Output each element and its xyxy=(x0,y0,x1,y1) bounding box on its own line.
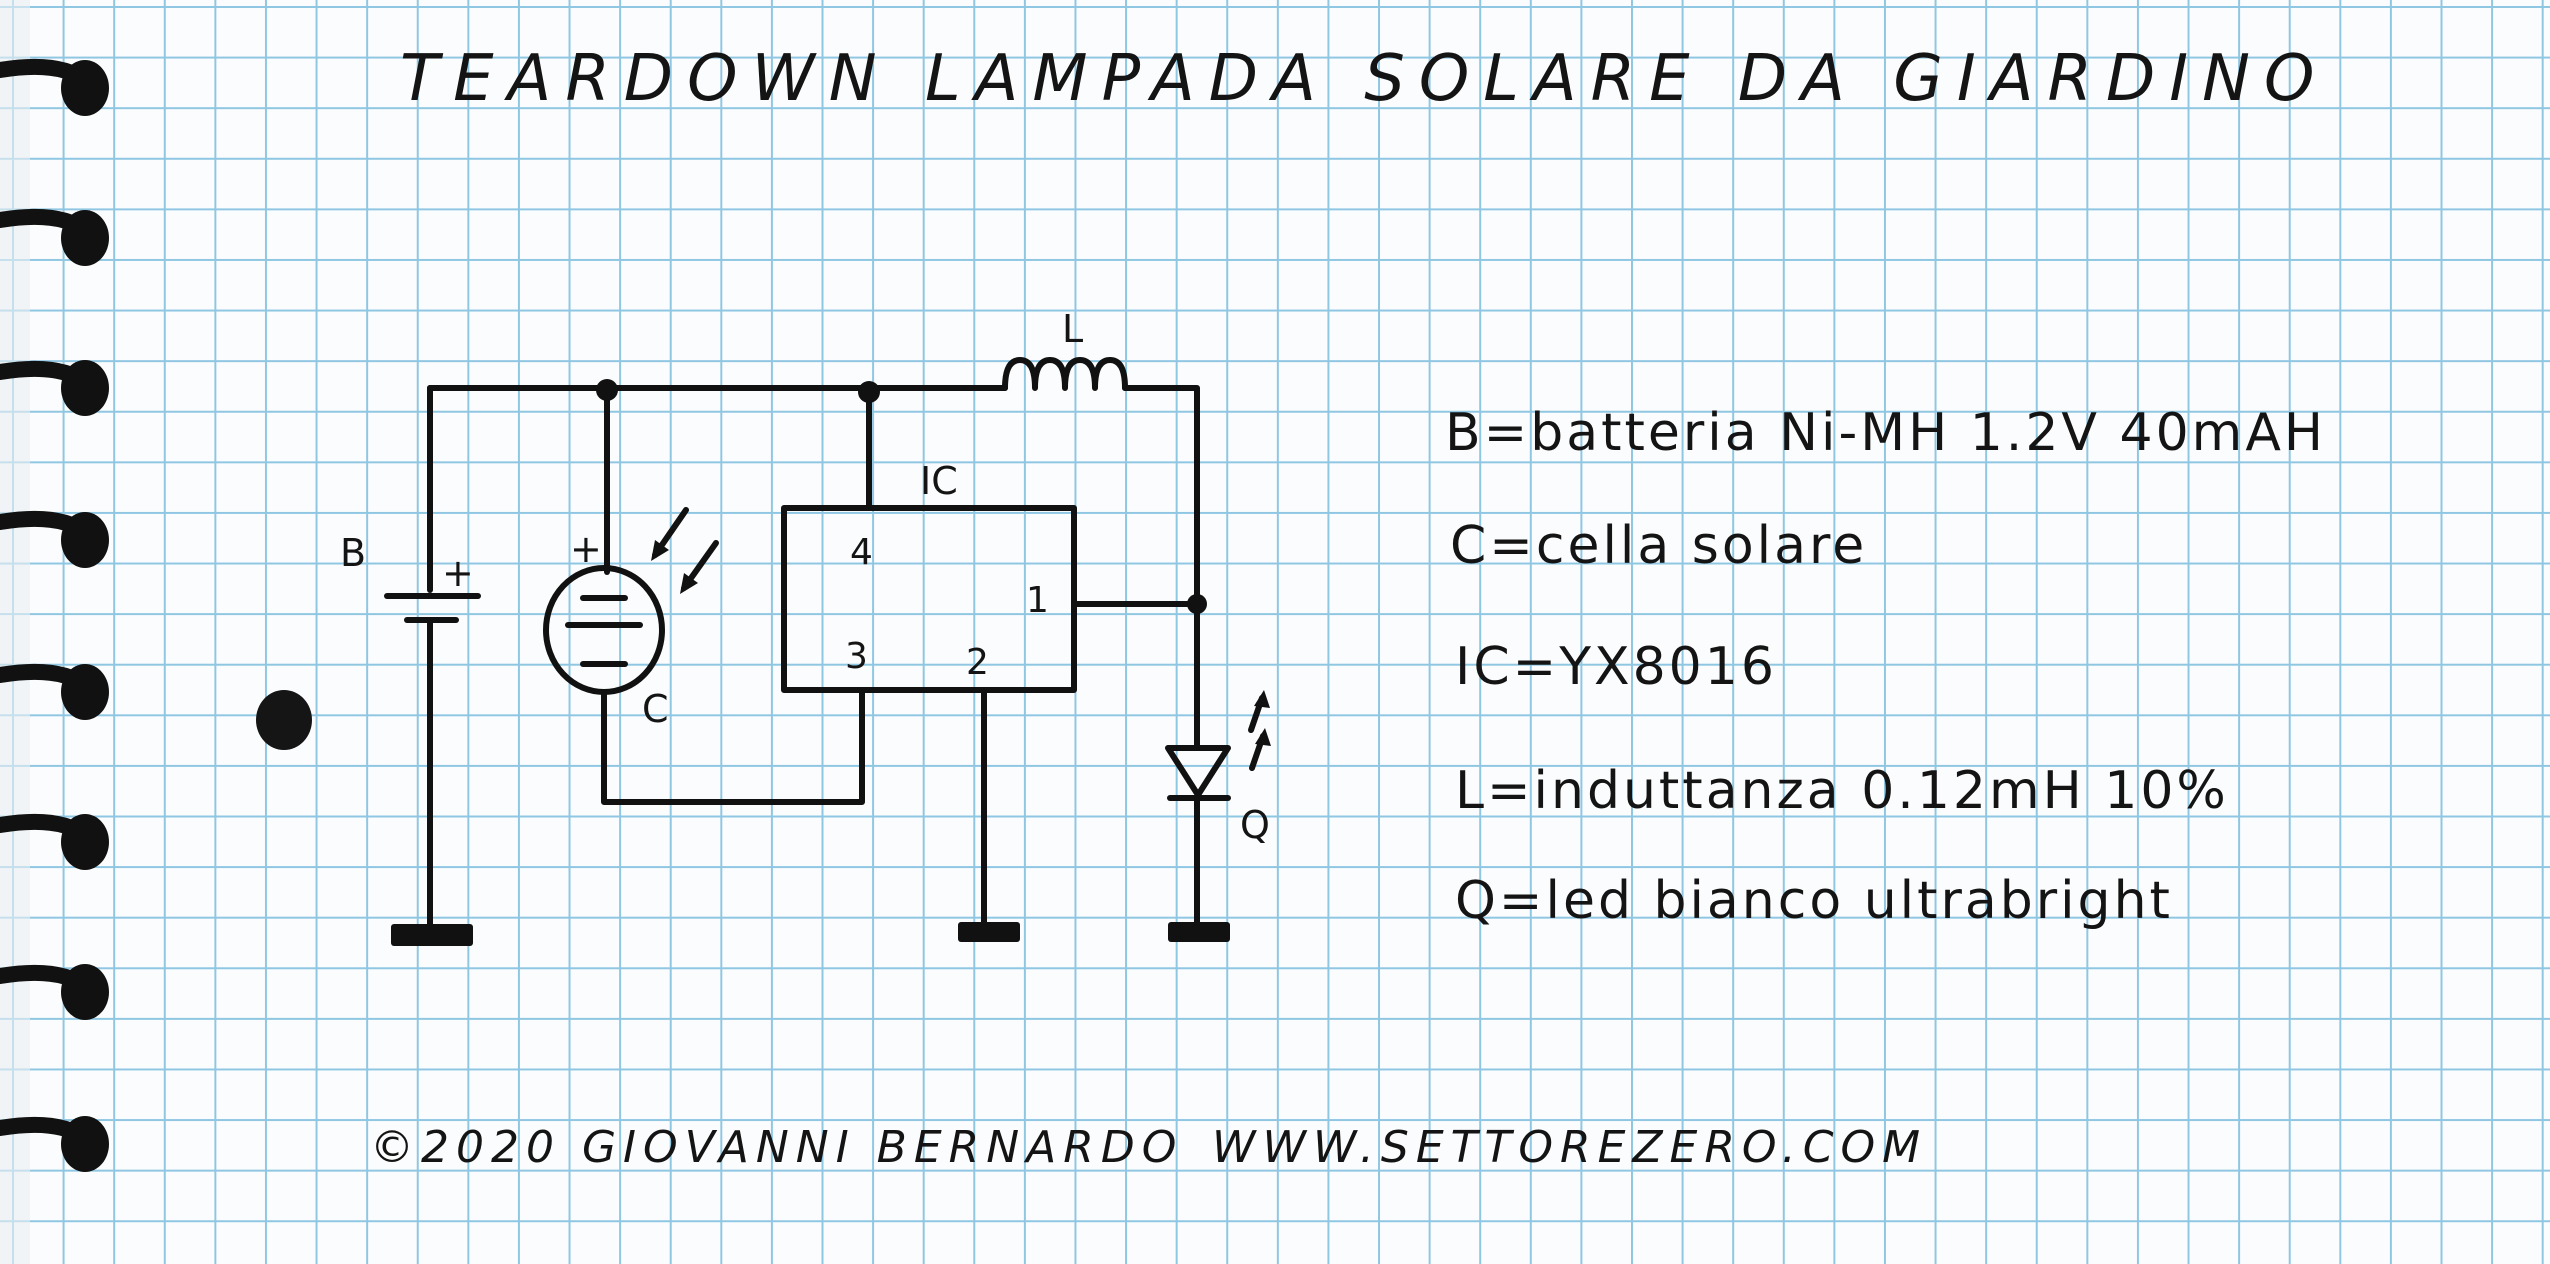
junction-dot-ic xyxy=(858,381,880,403)
inductor-symbol xyxy=(1002,357,1128,391)
label-cell: C xyxy=(642,687,669,731)
legend-item-ic: IC=YX8016 xyxy=(1455,637,1777,697)
punch-hole xyxy=(256,690,312,750)
legend-item-battery: B=batteria Ni-MH 1.2V 40mAH xyxy=(1445,403,2326,463)
wire-cell-bottom xyxy=(601,687,865,805)
component-legend: B=batteria Ni-MH 1.2V 40mAH C=cella sola… xyxy=(1445,403,2326,931)
junction-dot-led xyxy=(1187,594,1207,614)
circuit-schematic: B + + C IC L Q 4 1 3 2 xyxy=(340,307,1271,946)
label-led: Q xyxy=(1240,803,1270,847)
led-symbol xyxy=(1165,745,1231,798)
label-cell-plus: + xyxy=(570,527,602,571)
ic-pin-4: 4 xyxy=(850,532,873,573)
footer-copyright: ©2020 GIOVANNI BERNARDO xyxy=(370,1122,1183,1173)
emission-arrow-1-head xyxy=(1254,690,1270,708)
light-arrow-1-head xyxy=(651,540,669,561)
label-battery-plus: + xyxy=(442,551,474,595)
page-title: TEARDOWN LAMPADA SOLARE DA GIARDINO xyxy=(400,42,2328,116)
emission-arrow-2-head xyxy=(1255,728,1271,746)
ic-body xyxy=(781,505,1077,693)
spiral-binding xyxy=(0,58,109,1172)
legend-item-led: Q=led bianco ultrabright xyxy=(1455,871,2173,931)
ic-pin-1: 1 xyxy=(1026,580,1049,621)
wire-inductor-out xyxy=(1122,385,1200,751)
ground-battery xyxy=(391,924,473,946)
ground-led xyxy=(1168,922,1230,942)
legend-item-cell: C=cella solare xyxy=(1450,516,1867,576)
ic-pin-3: 3 xyxy=(845,636,868,677)
light-arrow-2-head xyxy=(680,573,698,594)
ground-ic xyxy=(958,922,1020,942)
ic-pin-2: 2 xyxy=(966,642,989,683)
legend-item-inductor: L=induttanza 0.12mH 10% xyxy=(1455,761,2229,821)
label-ic: IC xyxy=(920,459,958,503)
solar-cell-symbol xyxy=(543,565,665,695)
footer-website: WWW.SETTOREZERO.COM xyxy=(1212,1122,1927,1173)
junction-dot-cell xyxy=(596,379,618,401)
label-battery: B xyxy=(340,531,366,575)
label-inductor: L xyxy=(1062,307,1083,351)
